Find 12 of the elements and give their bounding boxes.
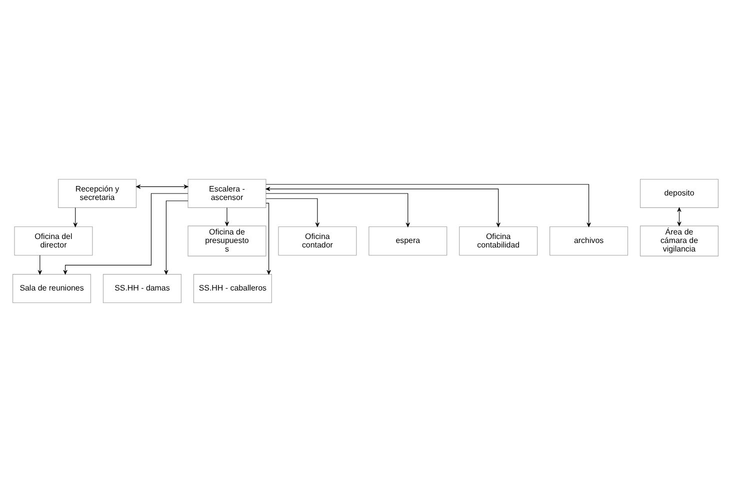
arrow xyxy=(73,206,78,227)
arrow xyxy=(224,206,230,226)
arrow xyxy=(266,184,591,226)
arrow xyxy=(266,202,271,274)
arrow xyxy=(677,206,682,226)
arrow xyxy=(164,200,188,274)
arrow xyxy=(136,184,188,188)
arrow xyxy=(63,192,188,274)
arrow xyxy=(266,192,410,227)
arrow xyxy=(38,254,42,274)
arrow xyxy=(266,186,500,227)
arrow xyxy=(266,198,320,226)
